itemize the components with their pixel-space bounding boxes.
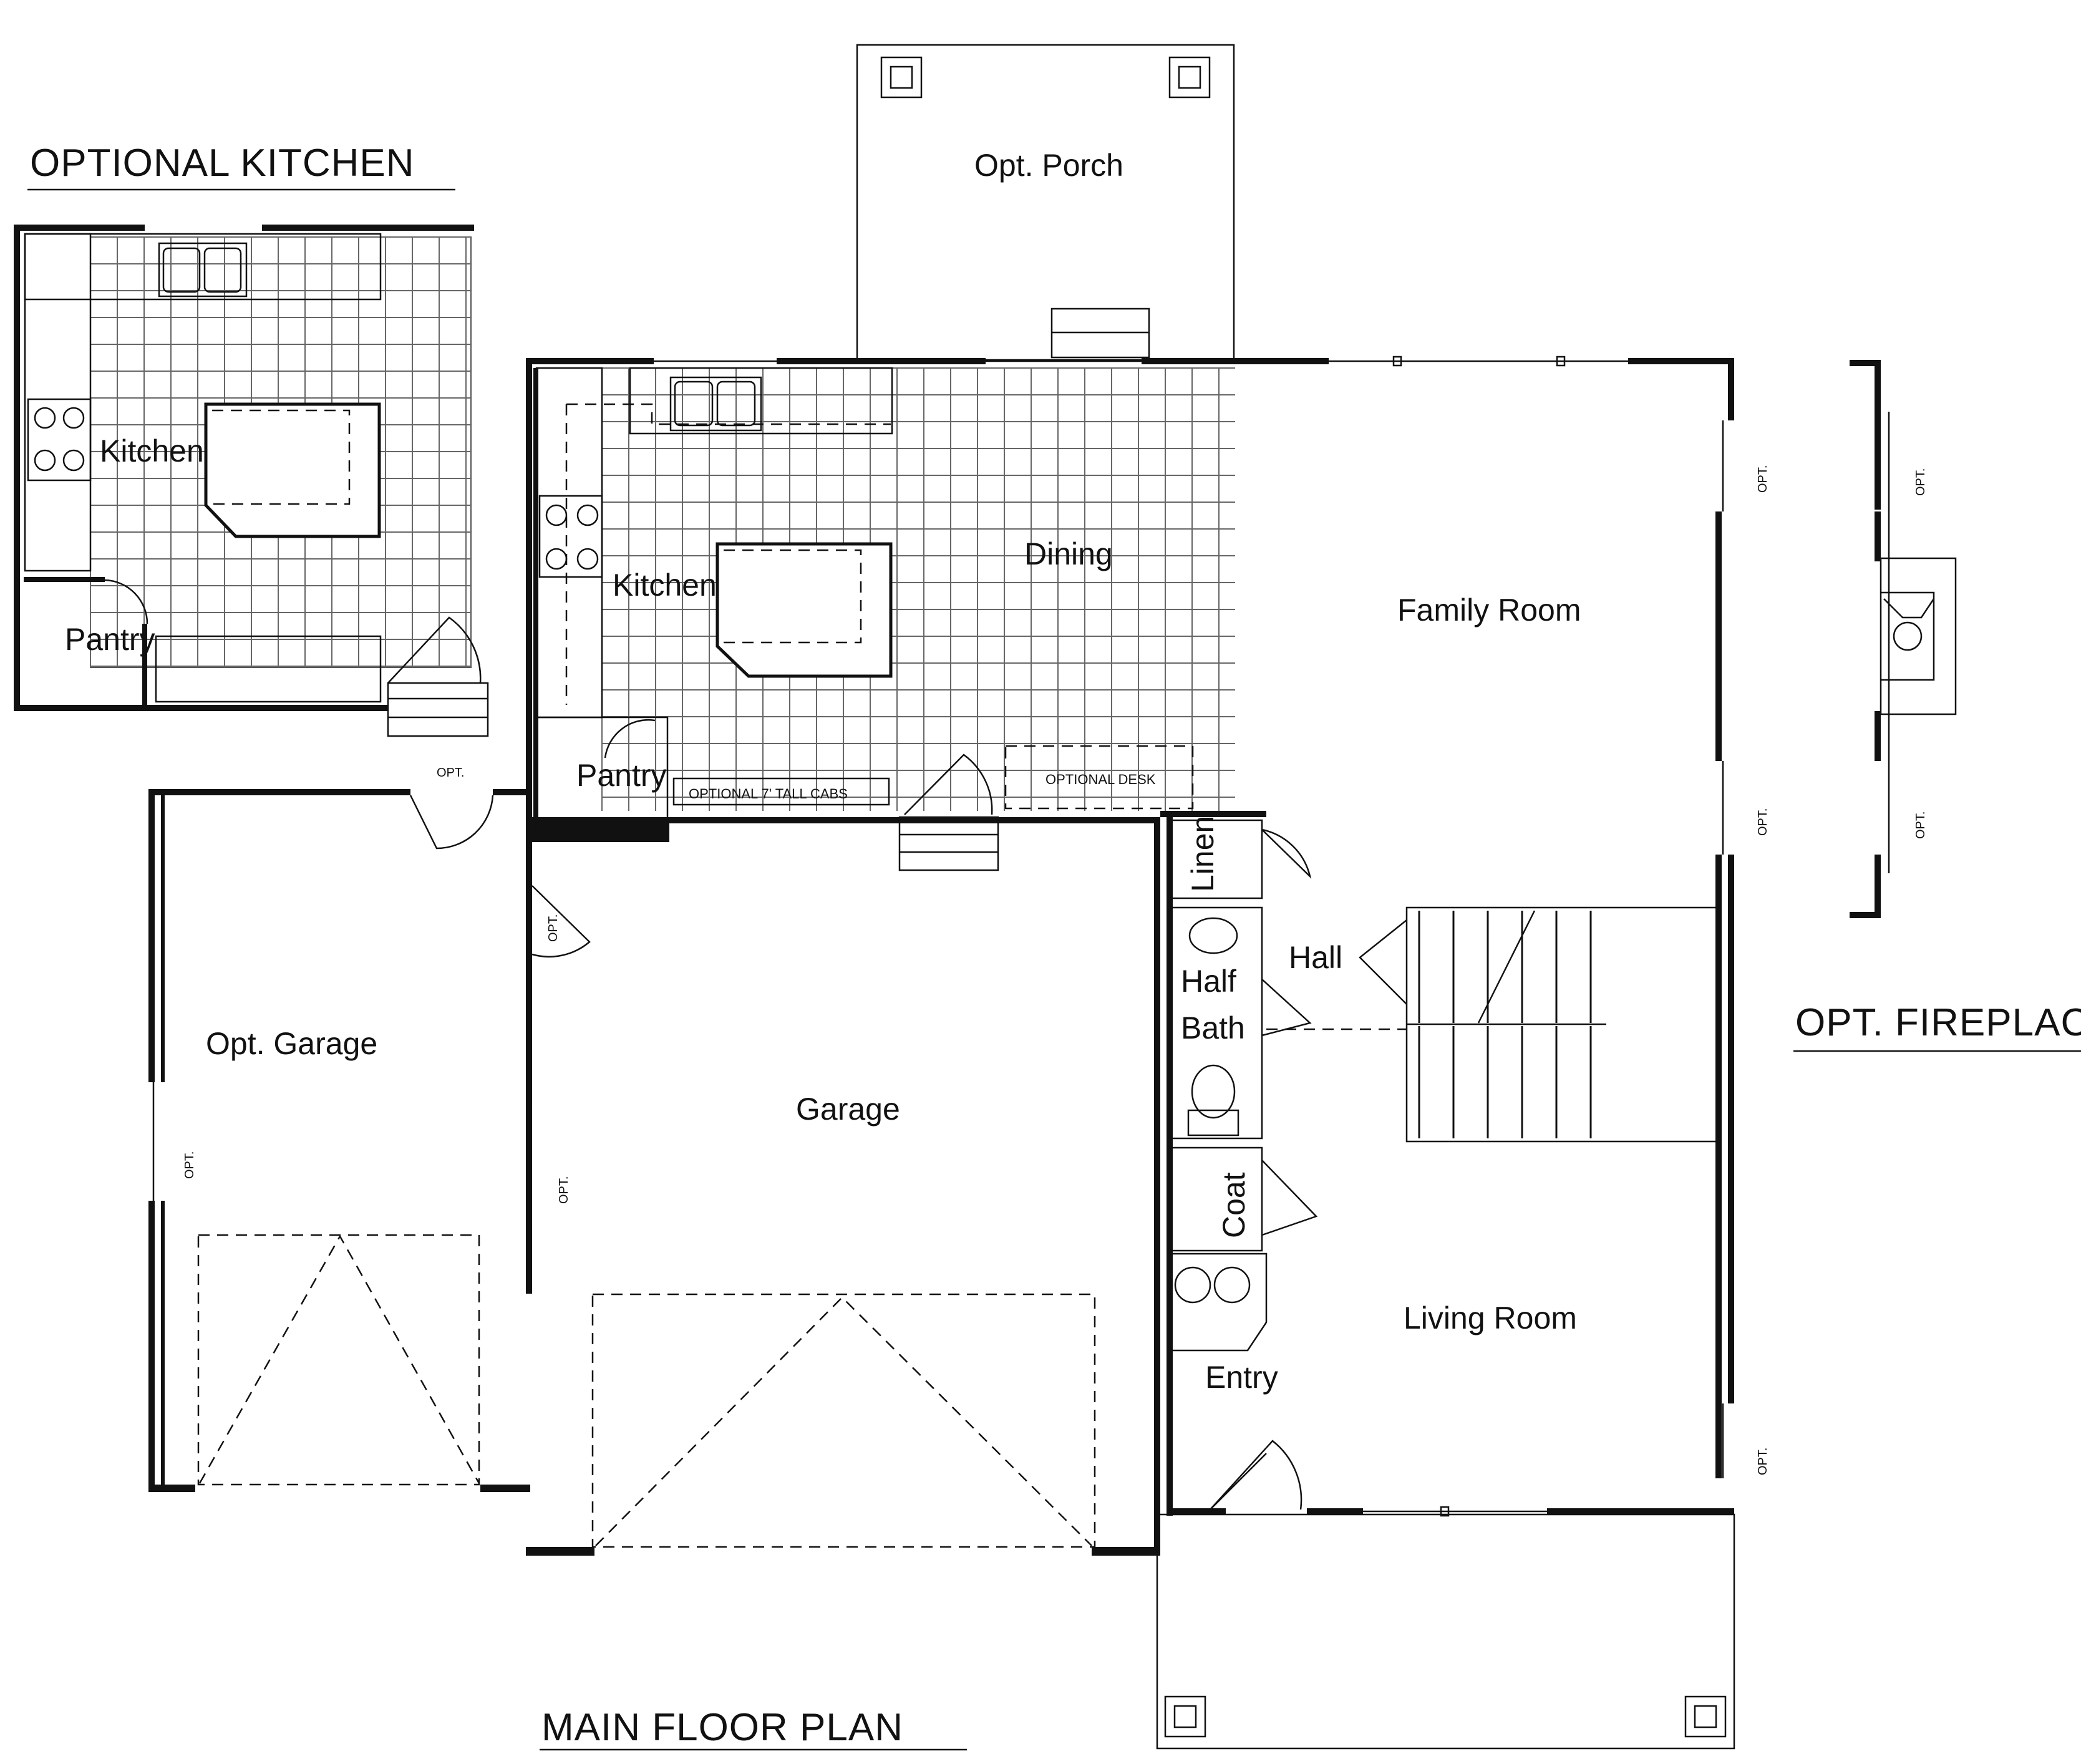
optional-desk-label: OPTIONAL DESK xyxy=(1045,772,1156,787)
porch-label: Opt. Porch xyxy=(974,148,1123,183)
porch-area: Opt. Porch xyxy=(856,44,1235,361)
optional-kitchen-inset: OPTIONAL KITCHEN xyxy=(14,142,489,737)
family-room-label: Family Room xyxy=(1397,593,1581,628)
bath-label: Bath xyxy=(1181,1010,1245,1045)
opt-marker: OPT. xyxy=(183,1151,196,1179)
half-label: Half xyxy=(1181,964,1236,999)
coat-label: Coat xyxy=(1216,1172,1251,1238)
opt-fireplace-title: OPT. FIREPLACE xyxy=(1795,1001,2081,1044)
entry-label: Entry xyxy=(1205,1360,1278,1395)
optional-pantry-label: Pantry xyxy=(65,622,155,657)
opt-markers: OPT. OPT. OPT. OPT. OPT. OPT. OPT. OPT. … xyxy=(183,465,1928,1475)
opt-garage-label: Opt. Garage xyxy=(206,1026,377,1061)
opt-marker: OPT. xyxy=(546,914,560,942)
optional-kitchen-label: Kitchen xyxy=(100,434,204,468)
front-porch xyxy=(1156,1513,1735,1750)
optional-garage-area xyxy=(148,789,530,1492)
linen-label: Linen xyxy=(1185,816,1220,892)
opt-marker: OPT. xyxy=(1914,812,1928,839)
pantry-label: Pantry xyxy=(576,758,667,793)
optional-tall-cabs-label: OPTIONAL 7' TALL CABS xyxy=(689,786,848,802)
optional-fireplace-inset: OPT. FIREPLACE xyxy=(1793,360,2081,1052)
opt-marker: OPT. xyxy=(1756,808,1770,836)
main-floor-plan-title: MAIN FLOOR PLAN xyxy=(541,1706,903,1749)
garage-label: Garage xyxy=(796,1092,900,1127)
dining-label: Dining xyxy=(1024,536,1113,571)
opt-marker: OPT. xyxy=(1756,465,1770,493)
opt-marker: OPT. xyxy=(557,1176,571,1204)
kitchen-label: Kitchen xyxy=(613,568,717,603)
living-room-label: Living Room xyxy=(1404,1301,1577,1335)
opt-marker: OPT. xyxy=(437,766,464,780)
opt-marker: OPT. xyxy=(1756,1448,1770,1475)
optional-kitchen-title: OPTIONAL KITCHEN xyxy=(30,142,415,185)
kitchen-dining-tile-grid xyxy=(601,367,1235,811)
opt-marker: OPT. xyxy=(1914,468,1928,496)
main-floor-plan-title-block: MAIN FLOOR PLAN xyxy=(540,1706,967,1751)
hall-label: Hall xyxy=(1289,940,1342,975)
main-house-walls xyxy=(526,356,1734,1556)
room-labels: Dining Kitchen Family Room Pantry OPTION… xyxy=(206,536,1581,1395)
